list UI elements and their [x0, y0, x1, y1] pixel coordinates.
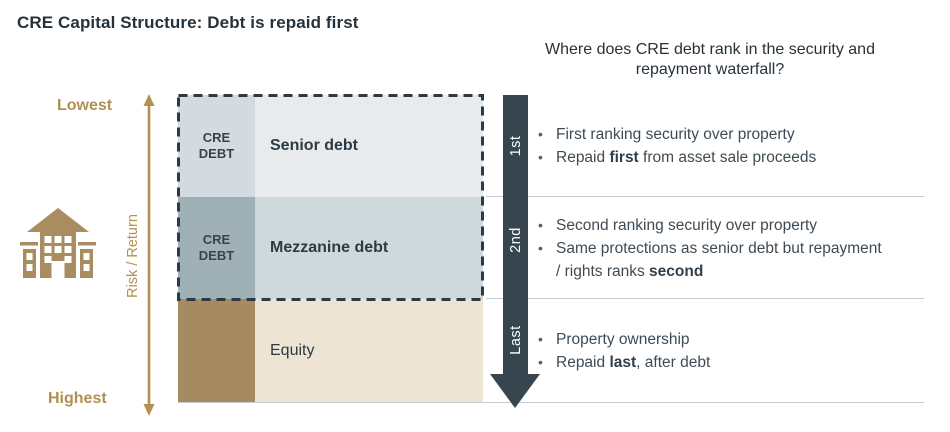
cre-debt-tag: CRE DEBT: [178, 197, 255, 299]
bullet-section-1st: • First ranking security over property • Re…: [538, 95, 938, 197]
bullet-item: • Second ranking security over property: [538, 214, 938, 237]
bullet-dot-icon: •: [538, 216, 543, 233]
cre-debt-tag: CRE DEBT: [178, 95, 255, 197]
capital-row-equity: Equity: [178, 299, 483, 403]
bullet-item: • Property ownership: [538, 328, 938, 351]
bullet-text: Property ownership: [556, 331, 690, 348]
risk-axis-bottom-label: Highest: [48, 390, 107, 407]
cre-debt-tag: [178, 299, 255, 403]
bullet-dot-icon: •: [538, 239, 543, 256]
bullet-text: Second ranking security over property: [556, 216, 818, 234]
bullet-section-2nd: • Second ranking security over property • S…: [538, 197, 938, 299]
waterfall-question-line1: Where does CRE debt rank in the security…: [545, 41, 875, 58]
page-title: CRE Capital Structure: Debt is repaid fi…: [17, 13, 359, 32]
divider-line: [178, 402, 924, 403]
bullet-item: • Same protections as senior debt but rep…: [538, 237, 938, 283]
bullet-item: • First ranking security over property: [538, 123, 938, 146]
risk-return-axis-label: Risk / Return: [125, 214, 141, 298]
bullet-text: First ranking security over property: [556, 126, 795, 143]
bullet-text: Repaid first from asset sale proceeds: [556, 149, 817, 166]
bullet-dot-icon: •: [538, 331, 543, 347]
risk-axis-top-label: Lowest: [57, 97, 113, 114]
tranche-label: Mezzanine debt: [255, 197, 483, 299]
bullet-dot-icon: •: [538, 126, 543, 142]
bullet-text: Repaid last, after debt: [556, 354, 711, 371]
bullet-section-last: • Property ownership • Repaid last, after d…: [538, 299, 938, 403]
rank-label-1st: 1st: [508, 135, 524, 157]
waterfall-question-line2: repayment waterfall?: [635, 61, 785, 78]
tranche-label: Senior debt: [255, 95, 483, 197]
bullet-dot-icon: •: [538, 149, 543, 165]
risk-return-arrow-icon: [143, 94, 155, 416]
rank-label-last: Last: [508, 325, 524, 355]
bullet-text: Same protections as senior debt but repa…: [556, 239, 882, 280]
capital-row-senior-debt: CRE DEBT Senior debt: [178, 95, 483, 197]
divider-line: [486, 298, 924, 299]
rank-label-2nd: 2nd: [508, 227, 524, 253]
bullet-dot-icon: •: [538, 354, 543, 370]
bullet-item: • Repaid first from asset sale proceeds: [538, 146, 938, 169]
waterfall-question: Where does CRE debt rank in the security…: [480, 40, 940, 80]
cre-debt-tag-label: CRE DEBT: [198, 232, 235, 263]
capital-row-mezzanine-debt: CRE DEBT Mezzanine debt: [178, 197, 483, 299]
bullet-item: • Repaid last, after debt: [538, 351, 938, 374]
divider-line: [486, 196, 924, 197]
tranche-label: Equity: [255, 299, 483, 403]
building-icon: [20, 208, 96, 278]
waterfall-down-arrow: [490, 95, 540, 408]
cre-debt-tag-label: CRE DEBT: [198, 130, 235, 161]
